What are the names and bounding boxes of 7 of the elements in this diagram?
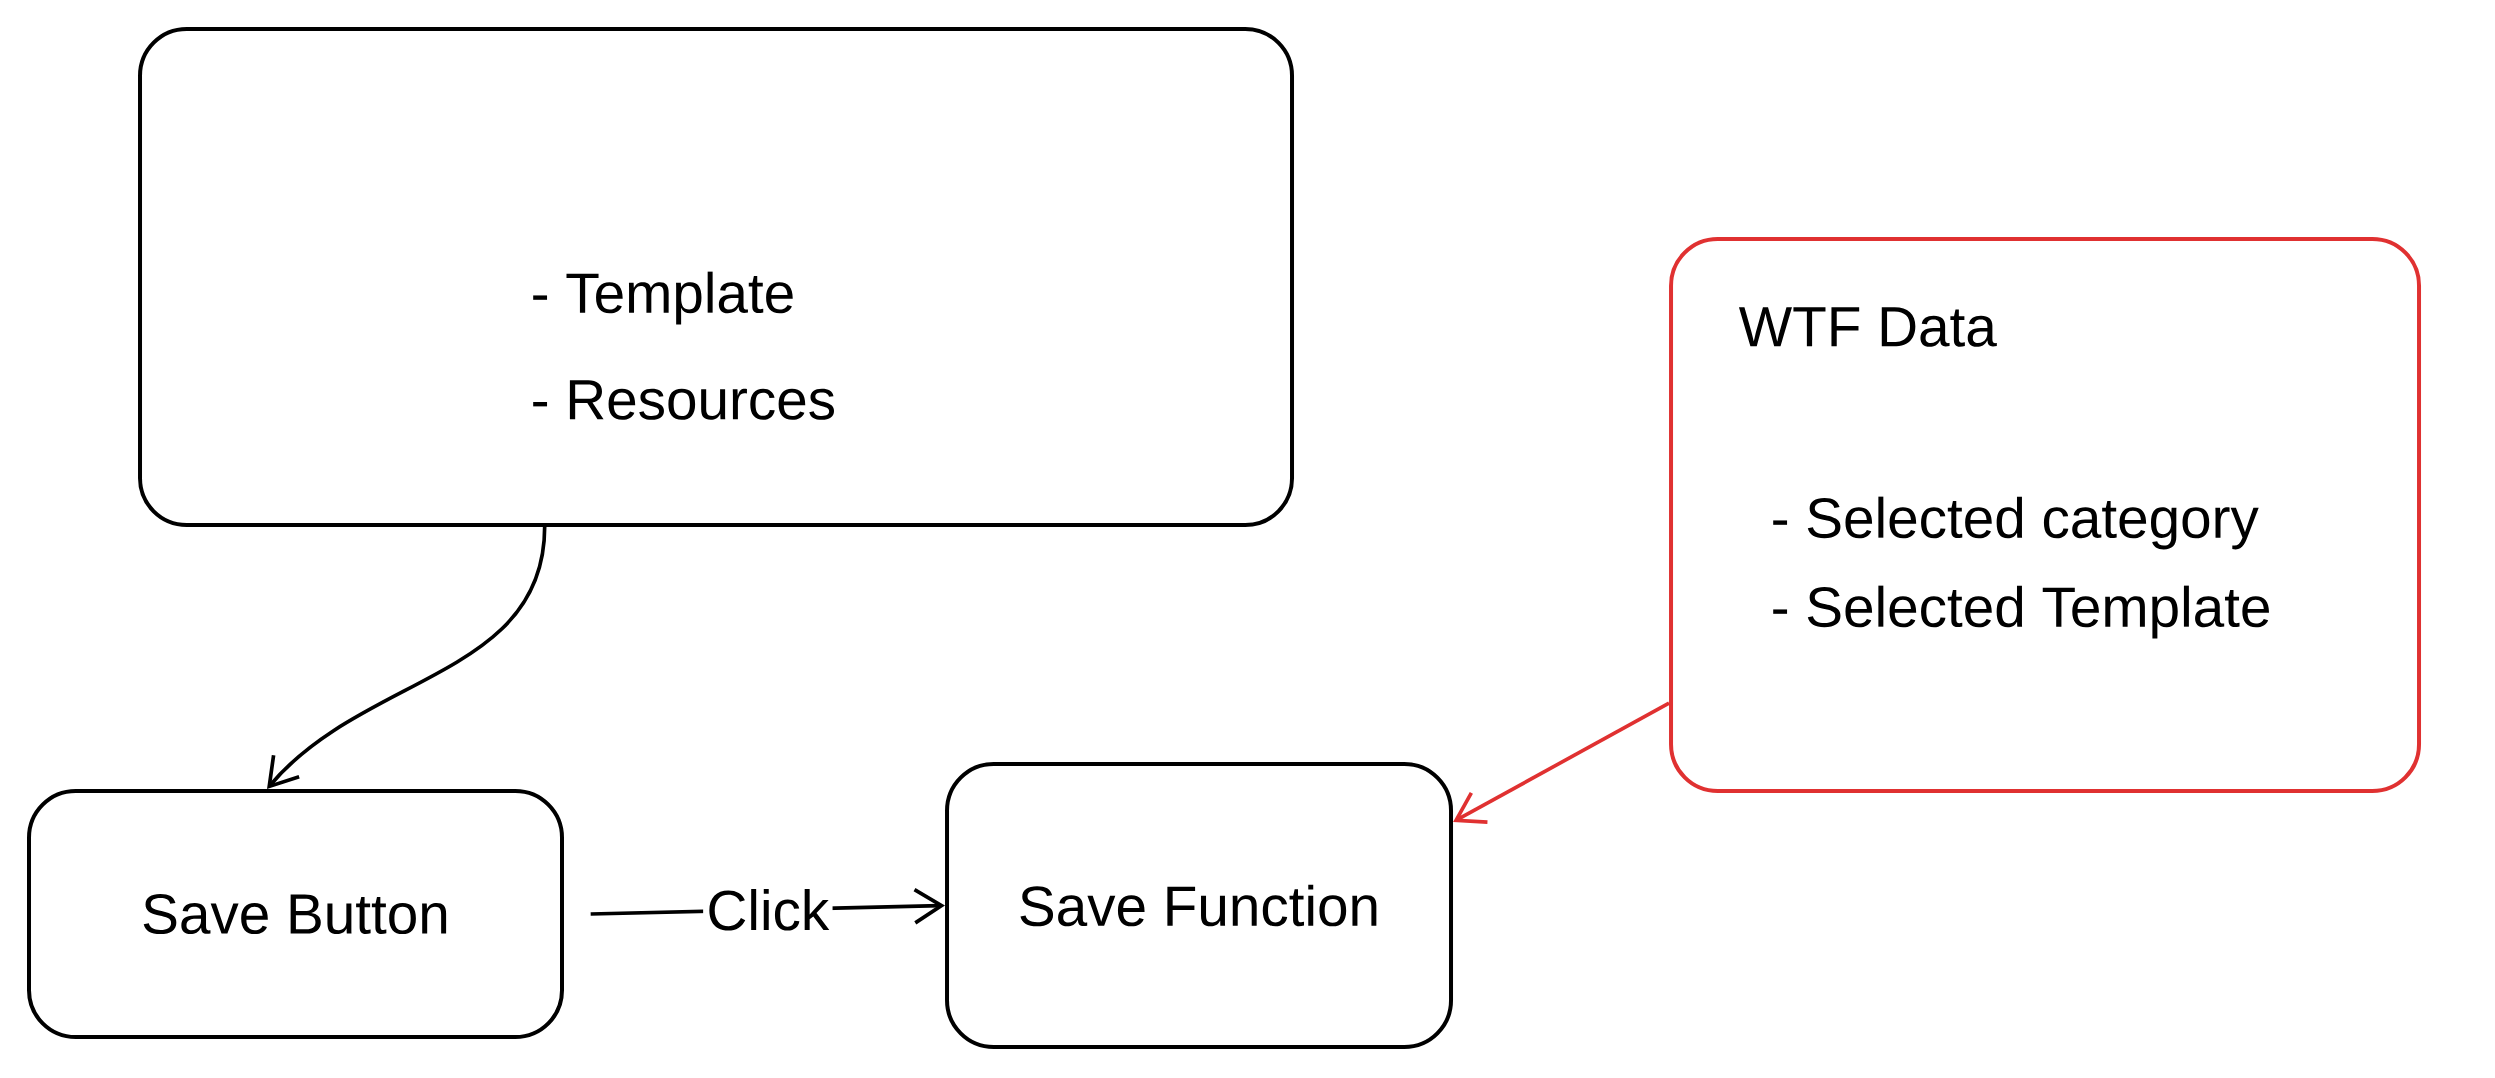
- edge-label: Click: [703, 885, 833, 934]
- process-box: WTF Data - Selected category - Selected Template: [1669, 237, 2422, 793]
- process-box: Save Function: [945, 762, 1453, 1050]
- arrow: [1453, 701, 1670, 824]
- process-box: - Template - Resources: [138, 27, 1294, 527]
- process-box: Save Button: [27, 789, 564, 1040]
- arrow: [267, 526, 547, 790]
